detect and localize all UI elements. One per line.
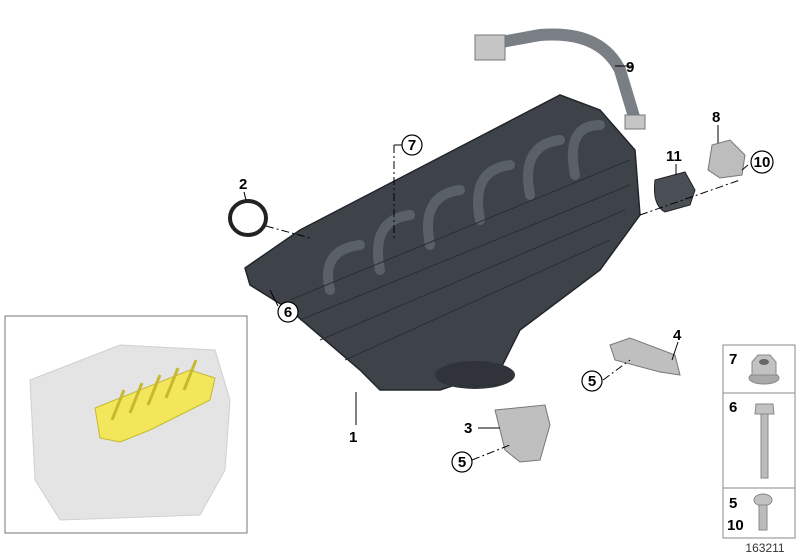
callout-7: 7 xyxy=(408,137,416,154)
callout-9: 9 xyxy=(626,59,634,76)
connector xyxy=(654,171,696,213)
callout-4: 4 xyxy=(673,327,682,344)
callout-8: 8 xyxy=(712,109,720,126)
torx-screw-icon xyxy=(753,493,773,531)
flange-nut-icon xyxy=(748,354,780,385)
callout-1: 1 xyxy=(349,429,357,446)
hardware-legend: 7 6 5 10 xyxy=(722,344,796,539)
bracket-3 xyxy=(494,404,551,463)
diagram-number: 163211 xyxy=(745,541,784,555)
vent-pipe xyxy=(474,28,646,130)
seal-ring xyxy=(228,199,268,237)
callout-6: 6 xyxy=(284,304,292,321)
callout-11: 11 xyxy=(666,148,682,165)
engine-overview-inset xyxy=(4,315,248,534)
callout-3: 3 xyxy=(464,420,472,437)
legend-label-7: 7 xyxy=(729,351,737,368)
pressure-sensor xyxy=(707,139,746,179)
callout-2: 2 xyxy=(239,176,247,193)
hex-bolt-icon xyxy=(754,403,775,479)
legend-label-10: 10 xyxy=(727,517,744,534)
callout-5: 5 xyxy=(458,454,466,471)
intake-manifold xyxy=(244,94,641,391)
callout-5: 5 xyxy=(588,373,596,390)
bracket-4 xyxy=(609,337,681,376)
callout-10: 10 xyxy=(754,154,771,171)
legend-label-5: 5 xyxy=(729,495,737,512)
legend-label-6: 6 xyxy=(729,399,737,416)
